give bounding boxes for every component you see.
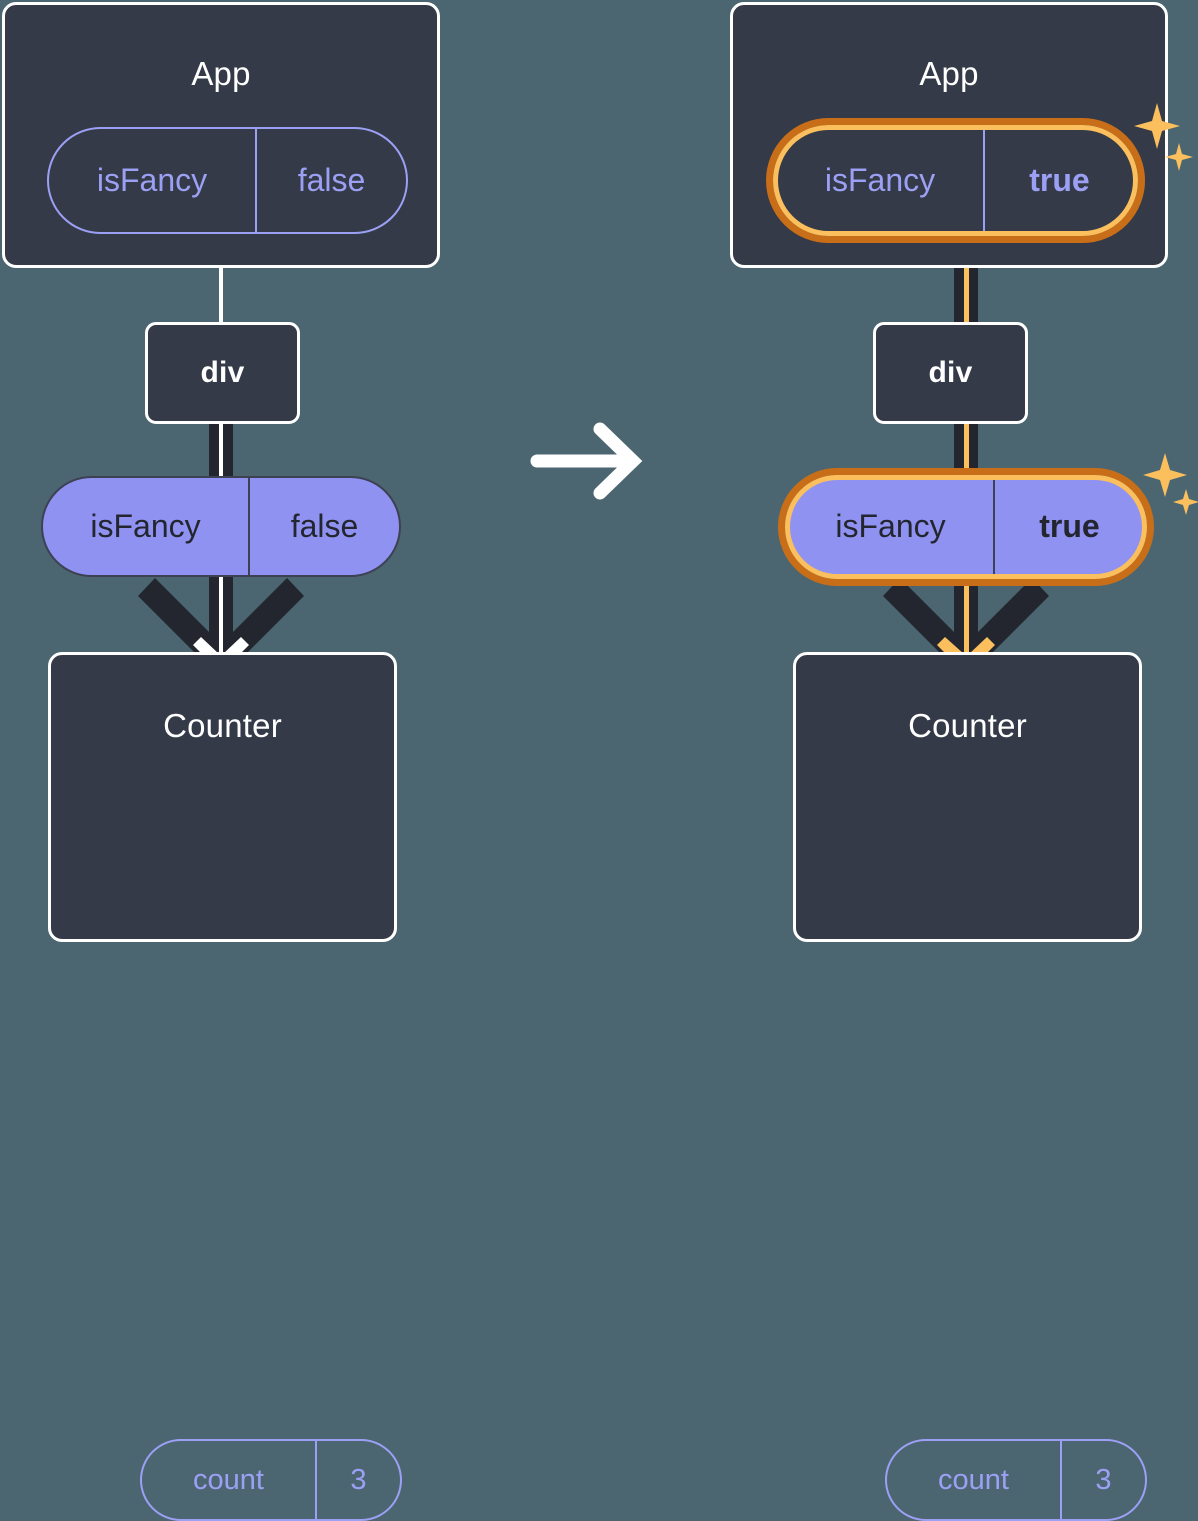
app-state-pill-key: isFancy bbox=[777, 129, 985, 232]
prop-pill-key: isFancy bbox=[788, 478, 995, 575]
transition-arrow-icon bbox=[530, 422, 643, 500]
div-title: div bbox=[928, 356, 973, 389]
app-state-pill[interactable]: isFancy true bbox=[775, 127, 1136, 234]
counter-state-pill-value: 3 bbox=[1095, 1463, 1112, 1496]
app-state-pill[interactable]: isFancy false bbox=[47, 127, 408, 234]
prop-pill[interactable]: isFancy true bbox=[786, 476, 1146, 577]
prop-pill-key: isFancy bbox=[43, 478, 250, 575]
counter-title: Counter bbox=[163, 707, 282, 744]
div-title: div bbox=[200, 356, 245, 389]
prop-pill-value: true bbox=[1039, 508, 1100, 544]
app-component-box[interactable]: App isFancy true bbox=[730, 2, 1168, 268]
counter-state-pill[interactable]: count 3 bbox=[885, 1439, 1147, 1521]
before-panel: App isFancy false div isFancy false Coun… bbox=[0, 0, 470, 1521]
prop-sparkle-icon bbox=[1143, 453, 1198, 515]
div-element-box[interactable]: div bbox=[873, 322, 1028, 424]
prop-pill-value: false bbox=[290, 508, 359, 544]
app-state-pill-key: isFancy bbox=[49, 129, 257, 232]
counter-state-pill-key: count bbox=[142, 1441, 317, 1519]
counter-component-box[interactable]: Counter count 3 bbox=[48, 652, 402, 1521]
wire-app-to-div-orange bbox=[964, 210, 969, 330]
div-element-box[interactable]: div bbox=[145, 322, 300, 424]
wire-div-to-state-orange bbox=[964, 420, 969, 482]
app-state-pill-value: true bbox=[1029, 162, 1090, 198]
counter-state-pill-value: 3 bbox=[350, 1463, 367, 1496]
counter-component-box[interactable]: Counter count 3 bbox=[793, 652, 1147, 1521]
counter-state-pill[interactable]: count 3 bbox=[140, 1439, 402, 1521]
arrow-state-to-counter-orange bbox=[937, 566, 995, 674]
wire-app-to-div bbox=[219, 262, 223, 328]
arrow-state-to-counter-white bbox=[193, 566, 249, 673]
counter-state-pill-key: count bbox=[887, 1441, 1062, 1519]
app-sparkle-icon bbox=[1134, 103, 1193, 171]
app-title: App bbox=[191, 55, 251, 92]
prop-pill[interactable]: isFancy false bbox=[41, 476, 401, 577]
app-title: App bbox=[919, 55, 979, 92]
counter-title: Counter bbox=[908, 707, 1027, 744]
after-panel: App isFancy true div isFancy true bbox=[728, 0, 1198, 1521]
app-state-pill-value: false bbox=[297, 162, 366, 198]
wire-div-to-state-white bbox=[219, 420, 223, 482]
app-component-box[interactable]: App isFancy false bbox=[2, 2, 440, 268]
